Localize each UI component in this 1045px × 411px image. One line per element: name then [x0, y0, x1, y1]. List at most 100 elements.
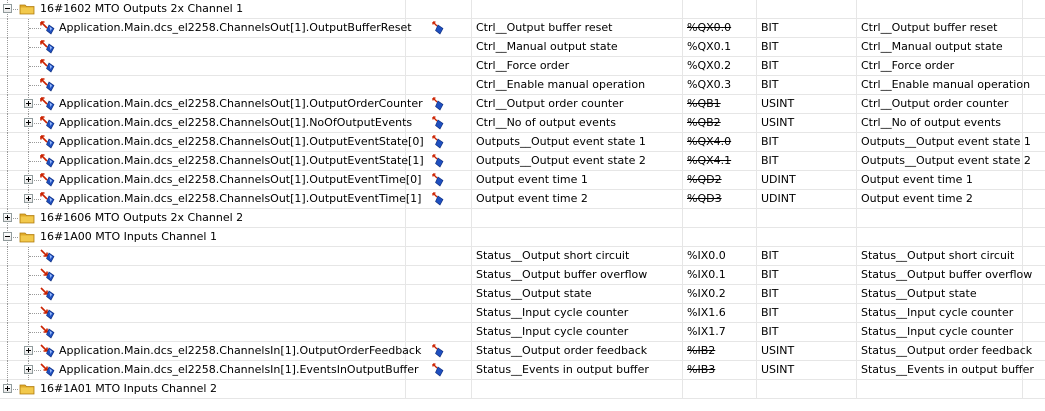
column-separator — [682, 304, 683, 322]
column-separator — [756, 133, 757, 151]
input-variable-icon — [40, 306, 55, 320]
variable-name[interactable]: Application.Main.dcs_el2258.ChannelsOut[… — [59, 116, 413, 129]
tree-line — [28, 285, 29, 304]
tree-line — [7, 152, 8, 171]
expand-icon[interactable] — [24, 365, 33, 374]
address: %QX0.1 — [687, 40, 732, 53]
column-separator — [856, 133, 857, 151]
tree-line — [7, 38, 8, 57]
collapse-icon[interactable] — [3, 232, 12, 241]
variable-name[interactable]: Application.Main.dcs_el2258.ChannelsOut[… — [59, 97, 423, 110]
tree-line — [28, 38, 29, 57]
column-separator — [471, 0, 472, 18]
column-separator — [856, 380, 857, 398]
column-separator — [405, 19, 406, 37]
column-separator — [1022, 304, 1023, 322]
description: Output event time 2 — [861, 192, 973, 205]
tree-line — [29, 294, 41, 295]
column-separator — [856, 228, 857, 246]
variable-name[interactable]: Application.Main.dcs_el2258.ChannelsOut[… — [59, 192, 422, 205]
tree-group-row[interactable]: 16#1A01 MTO Inputs Channel 2 — [0, 380, 1045, 399]
tree-line — [29, 313, 41, 314]
description: Status__Output buffer overflow — [861, 268, 1033, 281]
column-separator — [471, 57, 472, 75]
input-variable-icon — [40, 287, 55, 301]
expand-icon[interactable] — [24, 346, 33, 355]
expand-icon[interactable] — [3, 384, 12, 393]
column-separator — [405, 361, 406, 379]
tree-item-row[interactable]: Application.Main.dcs_el2258.ChannelsOut[… — [0, 19, 1045, 38]
variable-cell: Application.Main.dcs_el2258.ChannelsOut[… — [0, 95, 423, 114]
channel-name: Status__Output buffer overflow — [476, 268, 648, 281]
tree-item-row[interactable]: Application.Main.dcs_el2258.ChannelsOut[… — [0, 171, 1045, 190]
tree-item-row[interactable]: Application.Main.dcs_el2258.ChannelsOut[… — [0, 190, 1045, 209]
column-separator — [471, 19, 472, 37]
column-separator — [682, 190, 683, 208]
tree-group-row[interactable]: 16#1A00 MTO Inputs Channel 1 — [0, 228, 1045, 247]
expand-icon[interactable] — [24, 118, 33, 127]
description: Outputs__Output event state 2 — [861, 154, 1031, 167]
description: Ctrl__No of output events — [861, 116, 1001, 129]
column-separator — [405, 152, 406, 170]
tree-group-row[interactable]: 16#1602 MTO Outputs 2x Channel 1 — [0, 0, 1045, 19]
column-separator — [682, 114, 683, 132]
tree-item-row[interactable]: Application.Main.dcs_el2258.ChannelsOut[… — [0, 133, 1045, 152]
variable-name[interactable]: Application.Main.dcs_el2258.ChannelsIn[1… — [59, 344, 422, 357]
tree-item-row[interactable]: Application.Main.dcs_el2258.ChannelsOut[… — [0, 152, 1045, 171]
column-separator — [1022, 323, 1023, 341]
tree-item-row[interactable]: Application.Main.dcs_el2258.ChannelsIn[1… — [0, 342, 1045, 361]
tree-line — [7, 304, 8, 323]
data-type: BIT — [761, 154, 779, 167]
address: %QB2 — [687, 116, 721, 129]
variable-name[interactable]: Application.Main.dcs_el2258.ChannelsIn[1… — [59, 363, 419, 376]
tree-item-row[interactable]: Application.Main.dcs_el2258.ChannelsOut[… — [0, 95, 1045, 114]
description: Status__Events in output buffer — [861, 363, 1034, 376]
tree-line — [7, 323, 8, 342]
tree-line — [7, 247, 8, 266]
column-separator — [756, 190, 757, 208]
column-separator — [1022, 171, 1023, 189]
group-label: 16#1602 MTO Outputs 2x Channel 1 — [40, 2, 244, 15]
data-type: USINT — [761, 116, 795, 129]
address: %QB1 — [687, 97, 721, 110]
mapped-variable-icon — [432, 21, 444, 35]
column-separator — [405, 266, 406, 284]
collapse-icon[interactable] — [3, 4, 12, 13]
output-variable-icon — [40, 154, 55, 168]
tree-line — [7, 19, 8, 38]
variable-name[interactable]: Application.Main.dcs_el2258.ChannelsOut[… — [59, 135, 424, 148]
column-separator — [856, 323, 857, 341]
tree-group-row[interactable]: 16#1606 MTO Outputs 2x Channel 2 — [0, 209, 1045, 228]
column-separator — [756, 114, 757, 132]
variable-name[interactable]: Application.Main.dcs_el2258.ChannelsOut[… — [59, 21, 412, 34]
expand-icon[interactable] — [3, 213, 12, 222]
variable-name[interactable]: Application.Main.dcs_el2258.ChannelsOut[… — [59, 173, 422, 186]
expand-icon[interactable] — [24, 175, 33, 184]
tree-item-row[interactable]: Application.Main.dcs_el2258.ChannelsIn[1… — [0, 361, 1045, 380]
variable-name[interactable]: Application.Main.dcs_el2258.ChannelsOut[… — [59, 154, 424, 167]
variable-cell — [0, 266, 405, 285]
mapped-variable-icon — [432, 116, 444, 130]
channel-name: Ctrl__Output buffer reset — [476, 21, 613, 34]
folder-icon — [19, 232, 35, 243]
variable-cell — [0, 57, 405, 76]
column-separator — [1022, 190, 1023, 208]
expand-icon[interactable] — [24, 194, 33, 203]
expand-icon[interactable] — [24, 99, 33, 108]
channel-name: Ctrl__Enable manual operation — [476, 78, 646, 91]
column-separator — [856, 361, 857, 379]
tree-line — [28, 76, 29, 95]
address: %QD2 — [687, 173, 722, 186]
tree-item-row[interactable]: Application.Main.dcs_el2258.ChannelsOut[… — [0, 114, 1045, 133]
description: Ctrl__Output buffer reset — [861, 21, 998, 34]
description: Status__Output order feedback — [861, 344, 1033, 357]
description: Status__Output state — [861, 287, 977, 300]
